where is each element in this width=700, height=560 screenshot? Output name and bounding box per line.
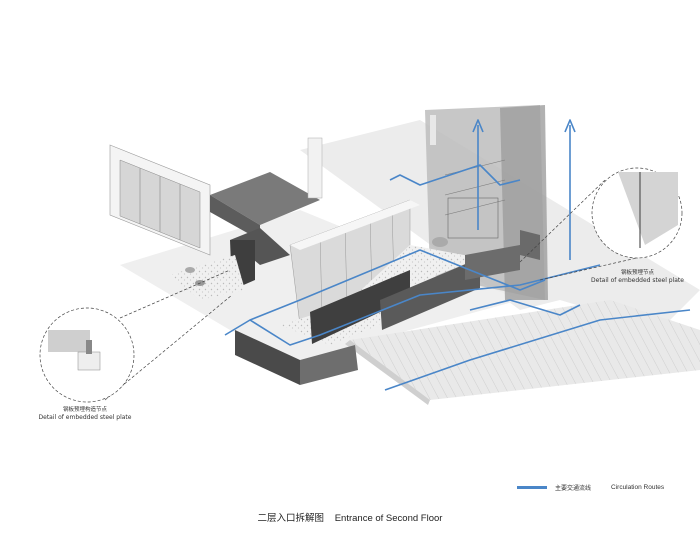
legend-label-en: Circulation Routes xyxy=(611,484,665,491)
left-detail-label-cn: 钢板预埋构造节点 xyxy=(62,407,107,413)
legend: 主要交通流线 Circulation Routes xyxy=(517,483,664,492)
left-building xyxy=(109,137,323,290)
right-detail-callout xyxy=(519,167,683,281)
left-detail-label-en: Detail of embedded steel plate xyxy=(38,413,132,421)
caption-cn: 二层入口拆解图 xyxy=(257,513,325,524)
circulation-routes xyxy=(224,119,691,391)
caption-en: Entrance of Second Floor xyxy=(334,513,443,524)
right-detail-label: 钢板预埋节点 Detail of embedded steel plate xyxy=(575,270,700,284)
right-detail-label-en: Detail of embedded steel plate xyxy=(591,276,684,284)
central-facade xyxy=(289,199,420,326)
figure-caption: 二层入口拆解图 Entrance of Second Floor xyxy=(0,510,700,524)
legend-label-cn: 主要交通流线 xyxy=(555,485,592,492)
right-detail-label-cn: 钢板预埋节点 xyxy=(620,270,654,276)
left-detail-label: 钢板预埋构造节点 Detail of embedded steel plate xyxy=(20,407,150,421)
left-detail-callout xyxy=(39,269,233,403)
legend-route-swatch xyxy=(517,486,547,489)
